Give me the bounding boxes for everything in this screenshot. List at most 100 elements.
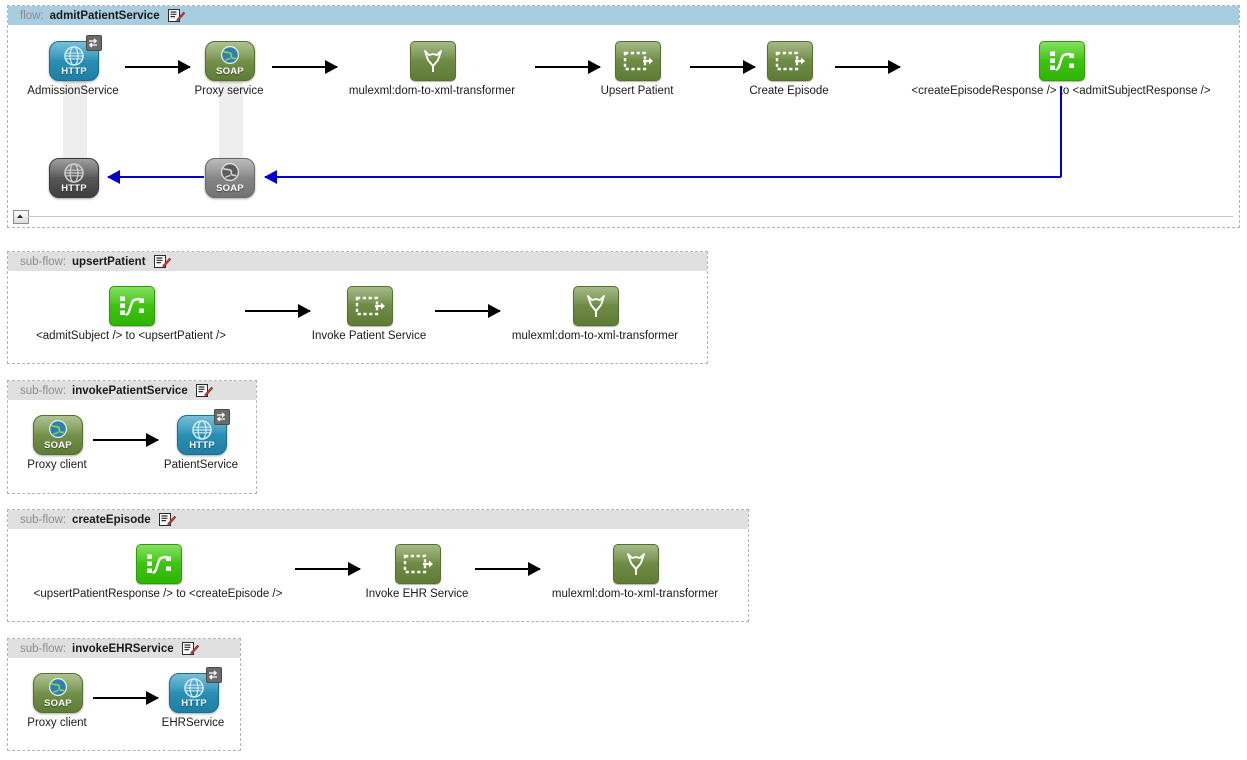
datamapper-transform-icon[interactable]: [109, 286, 155, 326]
flow-kind-label: sub-flow:: [20, 642, 67, 655]
endpoint-protocol-label: HTTP: [181, 698, 207, 709]
node-admit-subject-transform[interactable]: <admitSubject /> to <upsertPatient />: [36, 286, 226, 342]
response-connector-arrow: [264, 170, 1061, 184]
flow-reference-icon[interactable]: [615, 41, 661, 81]
endpoint-protocol-label: SOAP: [216, 66, 244, 77]
connector-arrow: [435, 304, 501, 318]
endpoint-protocol-label: SOAP: [44, 440, 72, 451]
edit-pencil-icon[interactable]: [153, 254, 171, 269]
flow-name-label: invokeEHRService: [72, 642, 174, 655]
node-upsert-patient[interactable]: Upsert Patient: [601, 41, 673, 97]
edit-pencil-icon[interactable]: [158, 512, 176, 527]
node-dom-to-xml-transformer-episode[interactable]: mulexml:dom-to-xml-transformer: [552, 544, 718, 600]
response-connector-vertical: [1060, 86, 1062, 177]
bidirectional-badge-icon: [214, 409, 230, 425]
flow-name-label: invokePatientService: [72, 384, 188, 397]
globe-icon: [191, 419, 213, 446]
globe-icon: [219, 162, 241, 188]
flow-reference-icon[interactable]: [767, 41, 813, 81]
globe-icon: [47, 419, 69, 445]
node-label: Proxy client: [27, 717, 87, 729]
node-label: Invoke Patient Service: [311, 330, 427, 342]
node-invoke-patient-service[interactable]: Invoke Patient Service: [312, 286, 426, 342]
flow-name-label: admitPatientService: [49, 9, 160, 22]
soap-response-icon[interactable]: SOAP: [205, 158, 255, 198]
flow-divider-line: [28, 216, 1233, 217]
endpoint-protocol-label: HTTP: [189, 440, 215, 451]
http-response-endpoint-icon[interactable]: HTTP: [49, 158, 99, 198]
soap-component-icon[interactable]: SOAP: [33, 415, 83, 455]
flow-kind-label: sub-flow:: [20, 255, 67, 268]
flow-container-admitPatientService[interactable]: flow: admitPatientService: [7, 5, 1240, 228]
connector-arrow: [835, 60, 901, 74]
globe-icon: [63, 162, 85, 189]
connector-arrow: [93, 691, 159, 705]
connector-arrow: [272, 60, 338, 74]
soap-component-icon[interactable]: SOAP: [33, 673, 83, 713]
flow-kind-label: flow:: [20, 9, 44, 22]
bidirectional-badge-icon: [206, 667, 222, 683]
endpoint-protocol-label: HTTP: [61, 66, 87, 77]
node-proxy-client-ehr[interactable]: SOAP Proxy client: [27, 673, 87, 729]
globe-icon: [183, 677, 205, 704]
node-admission-service[interactable]: HTTP AdmissionService: [27, 35, 119, 97]
http-outbound-endpoint-icon[interactable]: HTTP: [169, 673, 219, 713]
connector-arrow: [295, 562, 361, 576]
node-label: Upsert Patient: [600, 85, 674, 97]
datamapper-transform-icon[interactable]: [1039, 41, 1085, 81]
node-label: mulexml:dom-to-xml-transformer: [551, 588, 719, 600]
edit-pencil-icon[interactable]: [195, 383, 213, 398]
flow-name-label: upsertPatient: [72, 255, 146, 268]
flow-reference-icon[interactable]: [347, 286, 393, 326]
node-ehr-service[interactable]: HTTP EHRService: [162, 667, 224, 729]
node-dom-to-xml-transformer-upsert[interactable]: mulexml:dom-to-xml-transformer: [512, 286, 678, 342]
node-proxy-service[interactable]: SOAP Proxy service: [194, 41, 264, 97]
flow-header-invokeEHRService[interactable]: sub-flow: invokeEHRService: [8, 639, 240, 658]
node-label: Proxy client: [27, 459, 87, 471]
node-label: Proxy service: [194, 85, 264, 97]
node-soap-response[interactable]: SOAP: [205, 158, 255, 198]
flow-collapse-handle[interactable]: [13, 210, 29, 224]
connector-arrow: [125, 60, 191, 74]
flow-kind-label: sub-flow:: [20, 384, 67, 397]
dom-to-xml-transformer-icon[interactable]: [613, 544, 659, 584]
endpoint-protocol-label: SOAP: [44, 698, 72, 709]
flow-header-invokePatientService[interactable]: sub-flow: invokePatientService: [8, 381, 256, 400]
connector-arrow: [245, 304, 311, 318]
node-invoke-ehr-service[interactable]: Invoke EHR Service: [366, 544, 468, 600]
dom-to-xml-transformer-icon[interactable]: [410, 41, 456, 81]
flow-kind-label: sub-flow:: [20, 513, 67, 526]
edit-pencil-icon[interactable]: [181, 641, 199, 656]
globe-icon: [47, 677, 69, 703]
flow-reference-icon[interactable]: [395, 544, 441, 584]
datamapper-transform-icon[interactable]: [136, 544, 182, 584]
message-chain-bar: [63, 80, 87, 172]
node-label: <upsertPatientResponse /> to <createEpis…: [33, 588, 283, 600]
endpoint-protocol-label: HTTP: [61, 183, 87, 194]
response-connector-arrow: [107, 170, 204, 184]
node-proxy-client-patient[interactable]: SOAP Proxy client: [27, 415, 87, 471]
node-create-episode-response-transform[interactable]: <createEpisodeResponse /> to <admitSubje…: [911, 41, 1211, 97]
connector-arrow: [475, 562, 541, 576]
node-upsert-patient-response-transform[interactable]: <upsertPatientResponse /> to <createEpis…: [34, 544, 282, 600]
node-dom-to-xml-transformer-main[interactable]: mulexml:dom-to-xml-transformer: [349, 41, 515, 97]
node-label: <admitSubject /> to <upsertPatient />: [36, 330, 226, 342]
node-create-episode[interactable]: Create Episode: [749, 41, 829, 97]
soap-component-icon[interactable]: SOAP: [205, 41, 255, 81]
node-http-response-endpoint[interactable]: HTTP: [49, 158, 99, 198]
node-label: mulexml:dom-to-xml-transformer: [348, 85, 516, 97]
edit-pencil-icon[interactable]: [167, 8, 185, 23]
endpoint-protocol-label: SOAP: [216, 183, 244, 194]
node-label: Invoke EHR Service: [365, 588, 469, 600]
node-label: PatientService: [163, 459, 239, 471]
flow-header-createEpisode[interactable]: sub-flow: createEpisode: [8, 510, 748, 529]
flow-header-upsertPatient[interactable]: sub-flow: upsertPatient: [8, 252, 707, 271]
node-label: AdmissionService: [27, 85, 119, 97]
dom-to-xml-transformer-icon[interactable]: [573, 286, 619, 326]
node-label: Create Episode: [749, 85, 829, 97]
flow-header-admitPatientService[interactable]: flow: admitPatientService: [8, 6, 1239, 25]
connector-arrow: [535, 60, 601, 74]
node-patient-service[interactable]: HTTP PatientService: [164, 409, 238, 471]
globe-icon: [219, 45, 241, 71]
